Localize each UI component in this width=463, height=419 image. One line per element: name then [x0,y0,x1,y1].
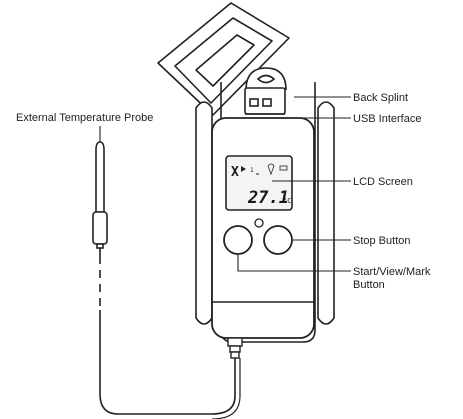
device-body [211,117,315,339]
play-indicator-icon [241,166,246,172]
lcd-small-digit: 1 [250,167,254,174]
label-back-splint: Back Splint [353,92,408,104]
label-start-view-mark-line2: Button [353,279,385,291]
usb-interface [244,87,286,115]
battery-icon [279,165,288,171]
lcd-mode-glyph: X [231,165,239,180]
label-external-probe: External Temperature Probe [16,112,153,124]
hinged-clip-cover [157,2,290,116]
side-grips [195,101,335,325]
label-lcd-screen: LCD Screen [353,176,413,188]
lcd-screen: X 1 27.1 °C [225,155,293,211]
label-usb-interface: USB Interface [353,113,421,125]
external-temperature-probe [92,141,108,249]
lcd-temperature-reading: 27.1 [247,188,289,208]
label-start-view-mark: Start/View/Mark [353,266,431,278]
start-view-mark-button[interactable] [223,225,253,255]
stop-button[interactable] [263,225,293,255]
bluetooth-icon [267,163,275,176]
leader-lines [99,96,351,272]
label-stop-button: Stop Button [353,235,411,247]
probe-cable [99,310,236,415]
indicator-led [254,218,264,228]
cable-strain-relief [227,337,243,359]
lcd-temperature-unit: °C [283,197,291,205]
